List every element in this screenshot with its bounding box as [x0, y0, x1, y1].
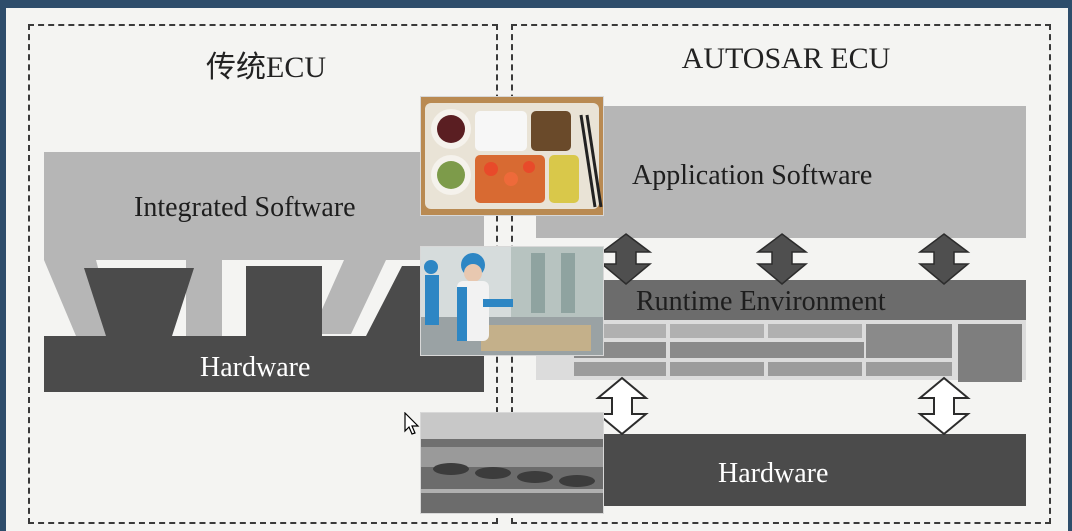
bsw-module — [574, 362, 666, 376]
mouse-cursor-icon — [404, 412, 420, 435]
runtime-environment-block — [536, 280, 1026, 320]
autosar-hardware-block — [536, 434, 1026, 506]
autosar-ecu-title: AUTOSAR ECU — [681, 42, 891, 75]
bsw-modules — [574, 324, 1022, 382]
autosar-ecu-diagram — [536, 106, 1026, 506]
application-software-label: Application Software — [632, 160, 873, 191]
runtime-environment-label: Runtime Environment — [636, 286, 886, 317]
bsw-module — [958, 324, 1022, 382]
bsw-module — [768, 324, 862, 338]
kitchen-stoves-photo — [420, 412, 604, 514]
kitchen-staff-photo — [420, 246, 604, 356]
slide: 传统ECU Integrated Software Hardware AUTOS… — [6, 8, 1068, 531]
bsw-module — [670, 324, 764, 338]
traditional-ecu-diagram — [44, 152, 484, 392]
double-arrow-icon — [755, 233, 809, 285]
bsw-module — [670, 342, 864, 358]
application-software-block — [536, 106, 1026, 238]
outline-double-arrow-icon — [595, 376, 649, 436]
bsw-module — [866, 324, 952, 358]
bsw-module — [670, 362, 764, 376]
double-arrow-icon — [917, 233, 971, 285]
double-arrow-icon — [599, 233, 653, 285]
traditional-hardware-block — [44, 266, 484, 392]
traditional-hardware-label: Hardware — [200, 352, 311, 383]
outline-double-arrow-icon — [917, 376, 971, 436]
food-tray-photo — [420, 96, 604, 216]
traditional-ecu-title: 传统ECU — [206, 51, 326, 84]
integrated-software-block — [44, 152, 484, 336]
autosar-hardware-label: Hardware — [718, 458, 829, 489]
bsw-module — [768, 362, 862, 376]
integrated-software-label: Integrated Software — [134, 192, 356, 223]
bsw-module — [866, 362, 952, 376]
